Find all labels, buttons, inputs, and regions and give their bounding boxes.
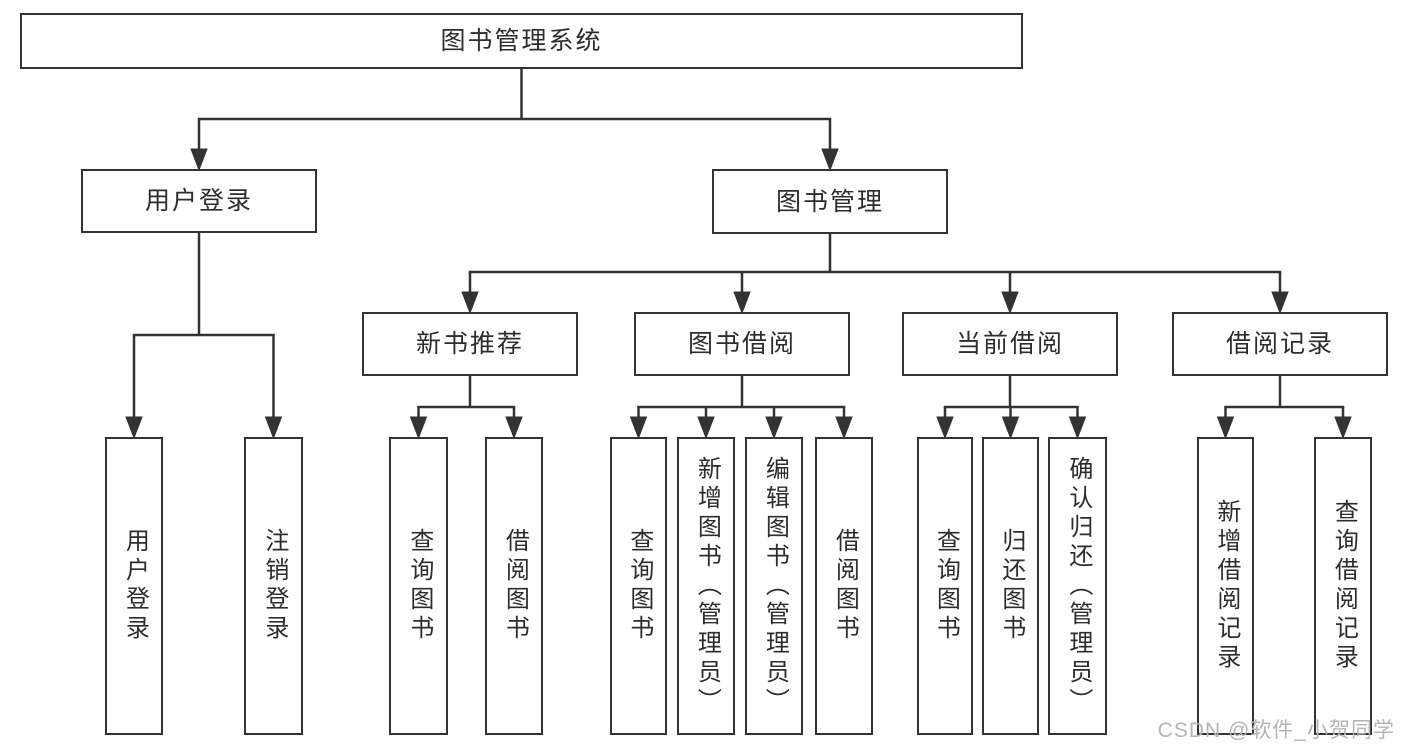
node-label-br-query-record: 查询借阅记录 [1330,499,1358,673]
node-new-book-rec: 新书推荐 [362,312,578,376]
node-label-nbr-query-book: 查询图书 [405,528,433,644]
node-label-new-book-rec: 新书推荐 [415,330,524,358]
arrow-down-icon [1216,416,1235,440]
node-leaf-user-login: 用户登录 [105,437,163,735]
connector-current-borrow [936,375,1087,440]
node-label-bb-add-book: 新增图书（管理员） [693,455,721,717]
node-label-cb-query-book: 查询图书 [932,528,960,644]
node-label-user-login: 用户登录 [144,187,253,215]
arrow-down-icon [733,291,751,315]
arrow-down-icon [409,416,428,440]
node-bb-borrow-book: 借阅图书 [815,437,873,735]
node-current-borrow: 当前借阅 [902,312,1118,376]
arrow-down-icon [190,148,208,172]
connector-book-mgmt [461,233,1289,315]
arrow-down-icon [1334,416,1352,440]
node-cb-return-book: 归还图书 [982,437,1039,735]
node-bb-query-book: 查询图书 [610,437,667,735]
node-br-query-record: 查询借阅记录 [1314,437,1372,735]
node-label-br-add-record: 新增借阅记录 [1212,499,1240,673]
connector-root [190,68,839,172]
node-label-bb-borrow-book: 借阅图书 [831,528,859,644]
arrow-down-icon [1271,291,1289,315]
node-bb-add-book: 新增图书（管理员） [677,437,735,735]
node-label-leaf-logout: 注销登录 [260,528,288,644]
connector-user-login [125,232,283,440]
node-label-book-mgmt: 图书管理 [775,187,884,216]
node-label-book-borrow: 图书借阅 [687,330,796,358]
node-nbr-borrow-book: 借阅图书 [485,437,543,735]
arrow-down-icon [461,291,479,315]
arrow-down-icon [264,416,283,440]
arrow-down-icon [765,416,783,440]
arrow-down-icon [125,416,143,440]
node-user-login: 用户登录 [81,169,317,233]
node-book-borrow: 图书借阅 [634,312,850,376]
connector-book-borrow [629,375,853,440]
node-label-cb-confirm-return: 确认归还（管理员） [1064,455,1092,717]
node-label-bb-edit-book: 编辑图书（管理员） [761,455,789,717]
node-label-current-borrow: 当前借阅 [955,330,1064,358]
node-root: 图书管理系统 [20,13,1023,69]
arrow-down-icon [1001,291,1019,315]
node-label-leaf-user-login: 用户登录 [121,528,149,644]
node-label-bb-query-book: 查询图书 [625,528,653,644]
arrow-down-icon [821,148,839,172]
connector-borrow-records [1216,375,1352,440]
arrow-down-icon [629,416,648,440]
arrow-down-icon [1068,416,1087,440]
node-cb-query-book: 查询图书 [917,437,973,735]
node-label-cb-return-book: 归还图书 [997,528,1025,644]
arrow-down-icon [1001,416,1020,440]
node-borrow-records: 借阅记录 [1172,312,1388,376]
node-label-root: 图书管理系统 [440,27,603,55]
node-bb-edit-book: 编辑图书（管理员） [745,437,803,735]
node-nbr-query-book: 查询图书 [389,437,448,735]
connector-new-book-rec [409,375,523,440]
arrow-down-icon [697,416,715,440]
node-label-nbr-borrow-book: 借阅图书 [501,528,529,644]
node-cb-confirm-return: 确认归还（管理员） [1048,437,1107,735]
node-br-add-record: 新增借阅记录 [1197,437,1254,735]
arrow-down-icon [835,416,853,440]
node-book-mgmt: 图书管理 [712,169,948,234]
arrow-down-icon [505,416,523,440]
node-leaf-logout: 注销登录 [244,437,303,735]
node-label-borrow-records: 借阅记录 [1225,330,1334,358]
arrow-down-icon [936,416,954,440]
watermark: CSDN @软件_小贺同学 [1157,719,1395,742]
